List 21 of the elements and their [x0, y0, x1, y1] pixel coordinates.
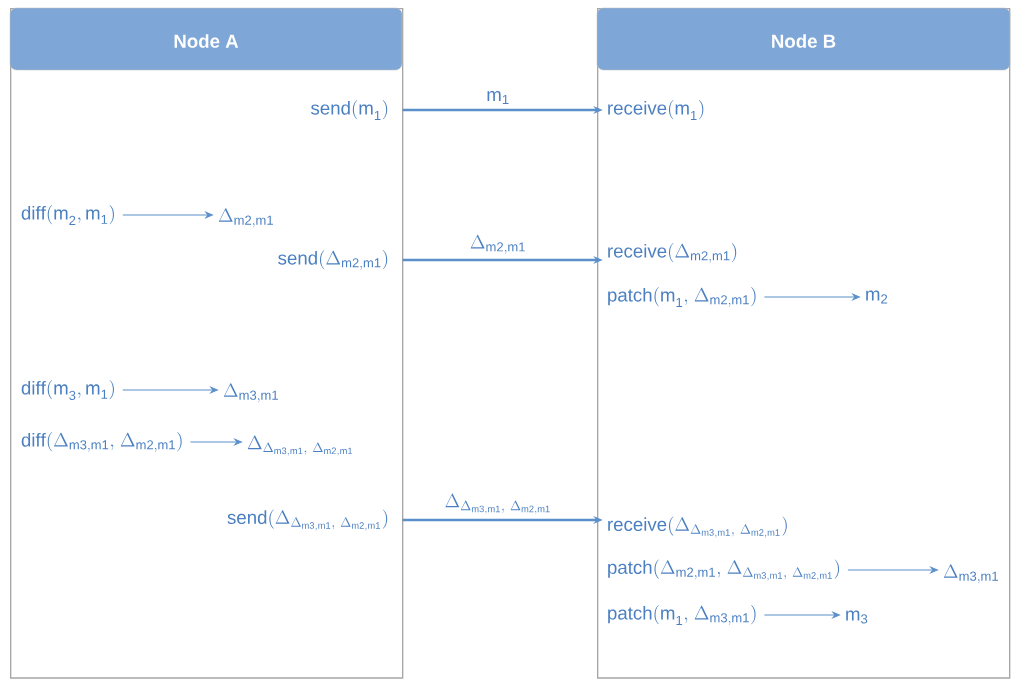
message-text: $\mathsf{patch(}\Delta_{\mathsf{m2,m1}}\mathsf{,\ }\Delta_{\Delta_{\mathsf{m3,m1}}\mathsf{,\ }\Delta_{\mathsf{m2,m1}}}\mathsf{)}$	[608, 559, 840, 581]
message-text: $\mathsf{diff(m}_{\mathsf{2}}\mathsf{,m}_{\mathsf{1}}\mathsf{)}$	[21, 205, 114, 225]
edge-label: $\Delta_{\Delta_{\mathsf{m3,m1}}\mathsf{,\ }\Delta_{\mathsf{m2,m1}}}$	[445, 493, 550, 514]
message-text: $\mathsf{send(}\Delta_{\mathsf{m2,m1}}\mathsf{)}$	[278, 250, 388, 270]
message-text: $\mathsf{send(m}_{\mathsf{1}}\mathsf{)}$	[311, 100, 388, 120]
message-text: $\mathsf{patch(m}_{\mathsf{1}}\mathsf{,\ }\Delta_{\mathsf{m3,m1}}\mathsf{)}$	[608, 605, 756, 625]
message-text: $\mathsf{m}_{\mathsf{3}}$	[846, 610, 868, 624]
edge-label: $\mathsf{m}_{\mathsf{1}}$	[487, 91, 509, 104]
message-text: $\Delta_{\Delta_{\mathsf{m3,m1}}\mathsf{,\ }\Delta_{\mathsf{m2,m1}}}$	[247, 435, 353, 456]
message-text: $\mathsf{receive(}\Delta_{\Delta_{\mathsf{m3,m1}}\mathsf{,\ }\Delta_{\mathsf{m2,m1}}}\mathsf{)}$	[608, 516, 787, 538]
message-text: $\mathsf{receive(m}_{\mathsf{1}}\mathsf{)}$	[608, 100, 704, 120]
message-text: $\Delta_{\mathsf{m3,m1}}$	[223, 383, 278, 403]
message-text: $\Delta_{\mathsf{m3,m1}}$	[943, 564, 998, 584]
message-text: $\Delta_{\mathsf{m2,m1}}$	[218, 208, 273, 228]
message-text: $\mathsf{m}_{\mathsf{2}}$	[866, 290, 888, 304]
message-text: $\mathsf{patch(m}_{\mathsf{1}}\mathsf{,\ }\Delta_{\mathsf{m2,m1}}\mathsf{)}$	[608, 287, 756, 307]
message-text: $\mathsf{send(}\Delta_{\Delta_{\mathsf{m3,m1}}\mathsf{,\ }\Delta_{\mathsf{m2,m1}}}\mathsf{)}$	[227, 509, 388, 531]
message-text: $\mathsf{diff(m}_{\mathsf{3}}\mathsf{,m}_{\mathsf{1}}\mathsf{)}$	[21, 380, 114, 400]
message-text: $\mathsf{diff(}\Delta_{\mathsf{m3,m1}}\mathsf{,\ }\Delta_{\mathsf{m2,m1}}\mathsf{)}$	[21, 432, 182, 452]
edge-label: $\Delta_{\mathsf{m2,m1}}$	[470, 234, 525, 254]
message-text: $\mathsf{receive(}\Delta_{\mathsf{m2,m1}}\mathsf{)}$	[608, 243, 737, 263]
